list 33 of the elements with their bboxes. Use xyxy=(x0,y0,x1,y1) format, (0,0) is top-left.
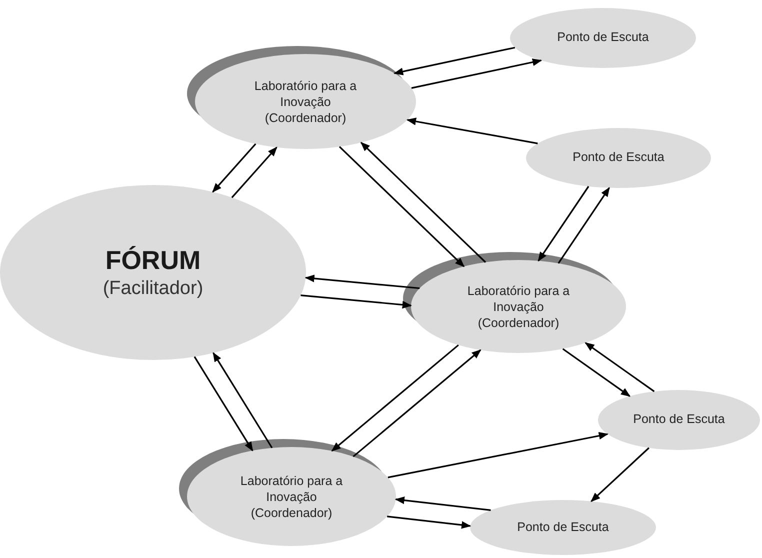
node-label: Laboratório para a Inovação (Coordenador) xyxy=(253,78,358,126)
arrow xyxy=(360,142,486,263)
arrow xyxy=(212,143,256,193)
arrow xyxy=(538,186,590,262)
arrow xyxy=(331,344,459,452)
arrow xyxy=(338,146,465,268)
node-subtitle: (Facilitador) xyxy=(102,276,204,301)
node-title: FÓRUM xyxy=(105,244,201,277)
arrow xyxy=(231,146,278,198)
arrow xyxy=(387,516,472,529)
node-label: Ponto de Escuta xyxy=(517,520,609,536)
lab-ellipse xyxy=(403,252,626,353)
arrow xyxy=(352,349,482,458)
node-label: Laboratório para a Inovação (Coordenador) xyxy=(239,472,344,520)
arrow xyxy=(394,496,491,511)
arrow xyxy=(411,58,542,89)
lab-ellipse xyxy=(187,46,416,149)
arrow xyxy=(590,447,650,502)
arrow xyxy=(584,342,655,392)
arrow xyxy=(406,118,538,144)
node-label: Ponto de Escuta xyxy=(633,412,725,428)
arrow xyxy=(300,294,412,309)
arrow xyxy=(558,187,610,264)
arrow xyxy=(394,46,516,76)
node-label: Laboratório para a Inovação (Coordenador) xyxy=(466,282,571,330)
arrow xyxy=(304,274,420,290)
arrow xyxy=(388,432,608,478)
arrow xyxy=(562,348,631,397)
node-label: Ponto de Escuta xyxy=(572,150,664,166)
arrow xyxy=(194,356,254,452)
arrow xyxy=(212,352,273,448)
lab-ellipse xyxy=(179,439,396,546)
node-label: Ponto de Escuta xyxy=(557,30,649,46)
